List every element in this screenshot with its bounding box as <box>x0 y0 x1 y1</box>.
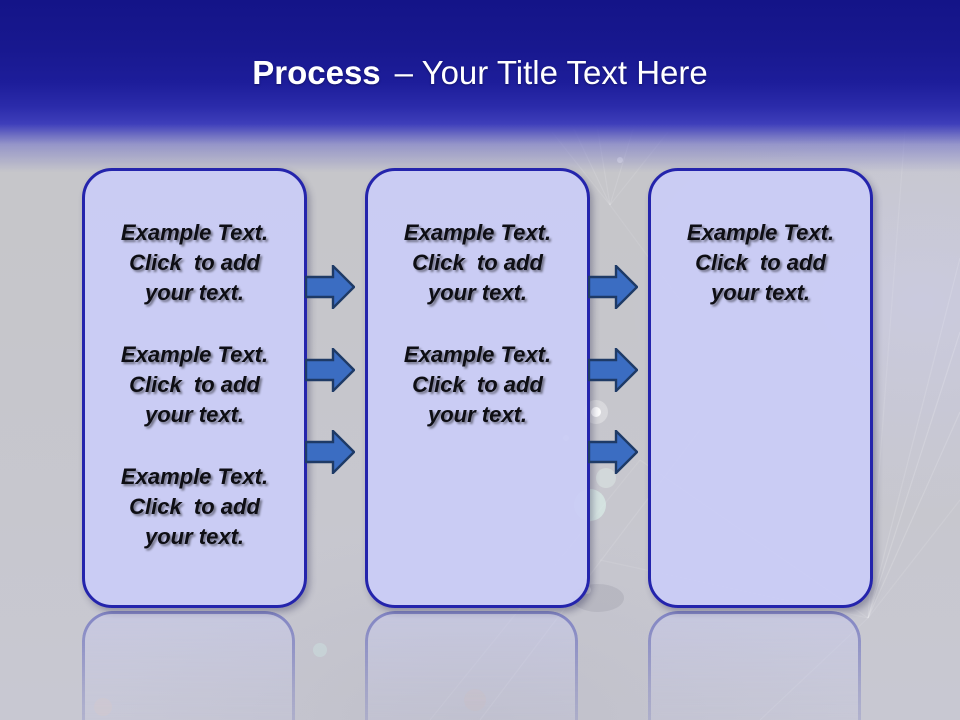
slide-title[interactable]: Process – Your Title Text Here <box>0 54 960 92</box>
box-reflection <box>648 611 861 720</box>
block-arrow-right-icon <box>305 348 355 392</box>
text-placeholder[interactable]: Example Text. Click to add your text. <box>686 220 835 305</box>
text-placeholder[interactable]: Example Text. Click to add your text. <box>120 464 269 549</box>
block-arrow-right-icon <box>588 348 638 392</box>
process-box-1[interactable]: Example Text. Click to add your text. Ex… <box>82 168 307 608</box>
text-placeholder[interactable]: Example Text. Click to add your text. <box>120 342 269 427</box>
text-placeholder[interactable]: Example Text. Click to add your text. <box>120 220 269 305</box>
slide-title-emphasis: Process <box>252 54 381 91</box>
process-box-2[interactable]: Example Text. Click to add your text. Ex… <box>365 168 590 608</box>
process-box-3[interactable]: Example Text. Click to add your text. <box>648 168 873 608</box>
block-arrow-right-icon <box>588 265 638 309</box>
block-arrow-right-icon <box>305 265 355 309</box>
block-arrow-right-icon <box>588 430 638 474</box>
text-placeholder[interactable]: Example Text. Click to add your text. <box>403 220 552 305</box>
box-reflection <box>82 611 295 720</box>
text-placeholder[interactable]: Example Text. Click to add your text. <box>403 342 552 427</box>
box-reflection <box>365 611 578 720</box>
title-band <box>0 0 960 172</box>
block-arrow-right-icon <box>305 430 355 474</box>
slide-title-rest: – Your Title Text Here <box>394 54 708 91</box>
